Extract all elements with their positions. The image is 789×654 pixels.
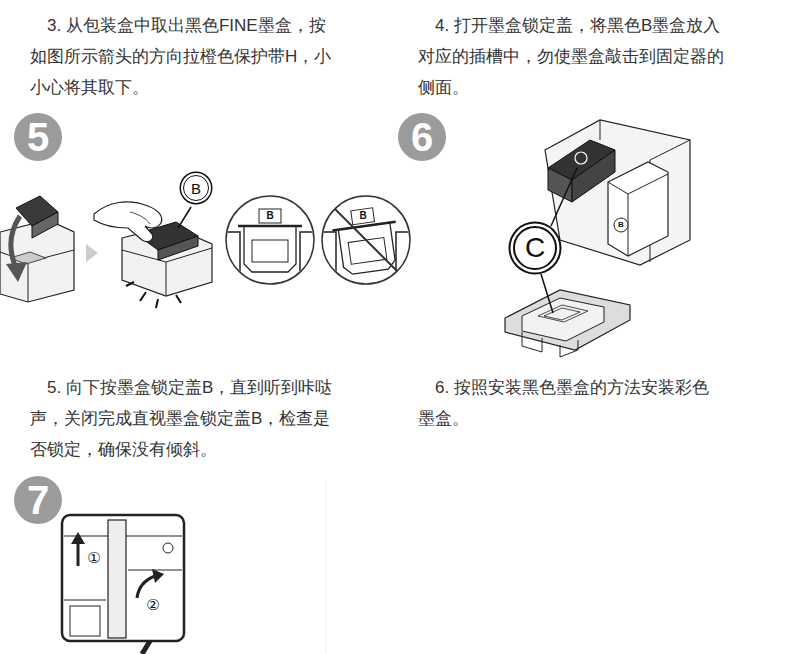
cartridge-contacts [538,305,588,322]
cartridge-holder [545,120,690,265]
open-cartridge-holder [0,196,74,302]
close-arrow [11,216,20,268]
cartridge-outline [244,226,296,272]
cartridge-mark: B [266,211,273,221]
holder-body [545,120,690,265]
callout-letter: C [525,234,545,262]
instruction-text: 5. 向下按墨盒锁定盖B，直到听到咔哒 声，关闭完成直视墨盒锁定盖B，检查是 否… [30,372,365,465]
black-fine-cartridge [505,290,630,357]
cartridge-tab [259,209,281,223]
callout-letter: B [191,181,201,196]
step-number-badge: 7 [14,476,62,524]
lever [108,520,126,638]
zoom-correct [226,196,314,290]
click-marks [126,282,181,308]
leader-line [551,168,577,226]
zoom-content [322,205,410,290]
arrow-up [77,542,80,566]
screw [163,543,173,553]
cartridge-feet [522,332,578,357]
arrow-turn-head [152,569,164,583]
instruction-text: 3. 从包装盒中取出黑色FINE墨盒，按 如图所示箭头的方向拉橙色保护带H，小 … [30,10,365,103]
cartridge-base [505,290,630,350]
cartridge-mark: B [618,221,624,229]
zoom-circle [322,196,410,284]
step-chevron [86,244,98,262]
instruction-text: 4. 打开墨盒锁定盖，将黑色B墨盒放入 对应的插槽中，勿使墨盒敲击到固定器的 侧… [418,10,753,103]
step-number: 7 [27,480,49,520]
leader-line [178,207,191,228]
lock-lid-front [32,212,58,238]
holder-edge [28,262,29,302]
finger-line [130,212,150,224]
hand [94,202,162,242]
cartridge-mark [614,218,628,232]
mechanism [70,606,100,636]
step-number: 5 [27,117,49,157]
cartridge-mark: B [359,211,366,221]
zoom-wrong [322,196,410,290]
black-lid-front [548,168,572,202]
cable [142,641,150,654]
lid-icon [575,152,587,164]
holder-being-pressed [94,202,212,308]
cartridge-tab [351,208,375,225]
arrow-turn [137,576,155,598]
callout-circle: B [183,175,209,201]
lid-edge [332,222,395,231]
lock-lid-front [158,236,198,260]
callout-circle: C [513,226,557,270]
divider [326,480,327,654]
zoom-content [226,209,314,290]
instruction-text: 6. 按照安装黑色墨盒的方法安装彩色 墨盒。 [418,372,753,434]
lid-edge [238,225,302,228]
zoom-circle [226,196,314,284]
step-number-badge: 5 [14,113,62,161]
cartridge-window [252,240,288,262]
prohibition-slash [335,209,397,271]
color-cartridge [608,162,668,256]
arrow-up-head [71,532,85,544]
cartridge-body [522,298,604,341]
tilted-cartridge [330,205,402,276]
callout-number: ① [86,550,101,567]
step-number: 6 [411,117,433,157]
detail-frame [62,515,184,641]
cartridge-outline [338,223,396,276]
leader-line [541,274,553,313]
color-cartridge-edge [608,174,668,256]
step-number-badge: 6 [398,113,446,161]
close-arrow-head [6,262,27,282]
holder-edge [600,120,690,262]
callout-number: ② [145,597,160,614]
step7-detail [62,515,184,654]
